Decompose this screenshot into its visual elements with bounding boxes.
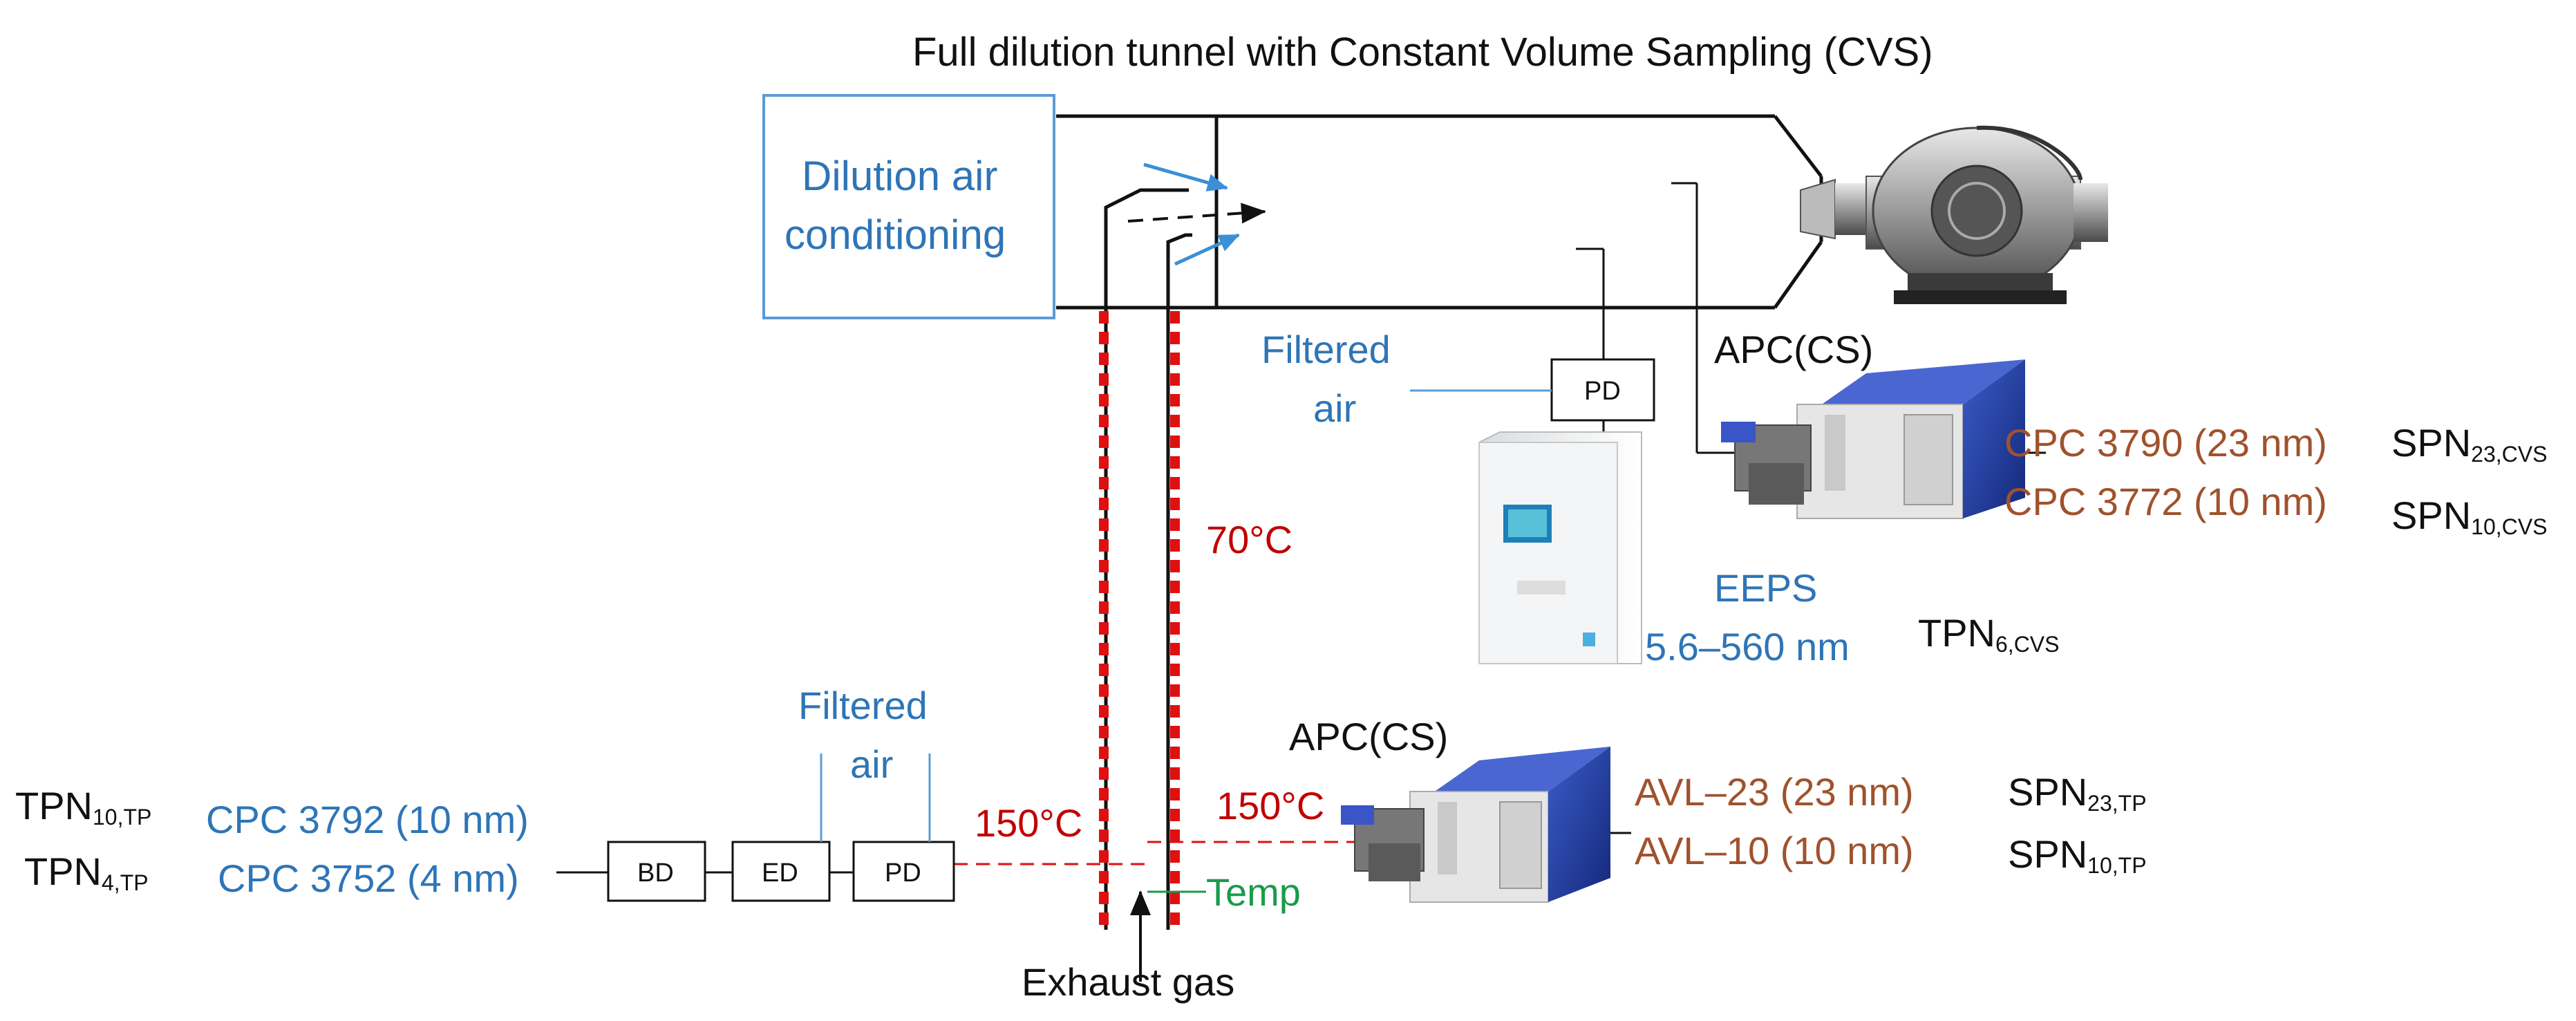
ed-box <box>731 841 831 902</box>
tpn-label: TPN4,TP <box>24 850 149 895</box>
dilution-air-box <box>762 94 1055 319</box>
apc-instrument-icon <box>1341 747 1610 903</box>
filtered-air-lower-label: Filtered <box>798 684 928 727</box>
left-cpc-label: CPC 3792 (10 nm) <box>206 798 529 841</box>
tpn-label: TPN10,TP <box>15 784 151 830</box>
bd-label: BD <box>637 859 674 888</box>
ed-label: ED <box>762 859 798 888</box>
dilution-flow-arrow-bottom <box>1174 233 1240 266</box>
cvs-blower-icon <box>1800 125 2108 304</box>
flow-dashed-arrow <box>1127 203 1266 224</box>
dilution-flow-arrow-top <box>1143 162 1228 191</box>
eeps-label: EEPS <box>1714 566 1817 610</box>
eeps-instrument-icon <box>1478 431 1642 664</box>
apc-upper-label: APC(CS) <box>1714 328 1873 371</box>
cvs-cpc-label: CPC 3790 (23 nm) <box>2004 421 2327 465</box>
exhaust-gas-label: Exhaust gas <box>1022 960 1234 1004</box>
eeps-range-label: 5.6–560 nm <box>1645 625 1850 668</box>
spn-cvs-label: SPN23,CVS <box>2391 421 2547 467</box>
pd-lower-label: PD <box>885 859 921 888</box>
spn-tp-label: SPN10,TP <box>2008 832 2147 878</box>
tp-avl-label: AVL–23 (23 nm) <box>1635 770 1914 814</box>
filtered-air-lower-label-2: air <box>850 742 893 786</box>
tpn6-label: TPN6,CVS <box>1918 611 2059 657</box>
tp-avl-label: AVL–10 (10 nm) <box>1635 829 1914 872</box>
cvs-cpc-label: CPC 3772 (10 nm) <box>2004 480 2327 523</box>
filtered-air-upper-label-2: air <box>1313 386 1356 430</box>
temp-70-label: 70°C <box>1206 518 1292 561</box>
dilution-tunnel <box>1056 114 1823 310</box>
left-chain <box>556 753 955 902</box>
pd-box-lower <box>852 841 955 902</box>
temp-150-right-label: 150°C <box>1216 784 1324 827</box>
diagram-title: Full dilution tunnel with Constant Volum… <box>912 30 1933 75</box>
temp-sensor-label: Temp <box>1206 870 1301 914</box>
dilution-air-label: Dilution air <box>802 153 997 199</box>
dilution-air-label-2: conditioning <box>784 212 1006 258</box>
apc-lower-label: APC(CS) <box>1289 715 1448 758</box>
left-cpc-label: CPC 3752 (4 nm) <box>218 856 519 900</box>
pd-upper-label: PD <box>1584 377 1621 406</box>
spn-cvs-label: SPN10,CVS <box>2391 494 2547 539</box>
apc-instrument-icon <box>1721 359 2025 519</box>
temp-150-left-label: 150°C <box>975 801 1082 845</box>
spn-tp-label: SPN23,TP <box>2008 770 2147 816</box>
filtered-air-upper-label: Filtered <box>1261 328 1391 371</box>
